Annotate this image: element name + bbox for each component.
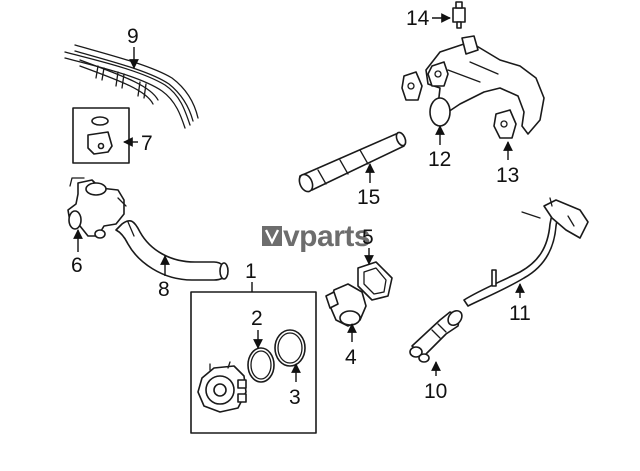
callout-6: 6 xyxy=(71,254,83,277)
callout-7: 7 xyxy=(141,132,153,155)
watermark-text: vparts xyxy=(283,220,370,253)
gasket-kit-box xyxy=(72,107,130,164)
water-crossover-part xyxy=(401,35,545,139)
callout-1: 1 xyxy=(245,260,257,283)
heater-hose-part xyxy=(409,309,463,363)
water-pump-assembly-box xyxy=(190,291,317,434)
thermostat-housing-part xyxy=(325,261,393,327)
callout-labels: 9 7 6 8 1 2 3 4 5 10 11 12 13 14 15 xyxy=(71,7,531,409)
callout-9: 9 xyxy=(127,25,139,48)
coolant-pipe-bundle-part xyxy=(64,44,199,129)
callout-13: 13 xyxy=(496,164,519,187)
coolant-hose-part xyxy=(115,219,229,281)
callout-11: 11 xyxy=(509,302,531,325)
water-pipe-part xyxy=(298,131,407,193)
water-outlet-part xyxy=(67,177,127,239)
watermark-check-icon xyxy=(264,229,280,245)
callout-15: 15 xyxy=(357,186,380,209)
callout-8: 8 xyxy=(158,278,170,301)
callout-leaders xyxy=(73,13,525,382)
callout-4: 4 xyxy=(345,346,357,369)
callout-5: 5 xyxy=(362,226,374,249)
callout-12: 12 xyxy=(428,148,451,171)
bypass-pipe-part xyxy=(463,197,589,307)
temperature-sensor-part xyxy=(452,1,466,29)
callout-10: 10 xyxy=(424,380,447,403)
callout-2: 2 xyxy=(251,307,263,330)
vparts-watermark: vparts xyxy=(262,220,371,253)
callout-3: 3 xyxy=(289,386,301,409)
callout-14: 14 xyxy=(406,7,430,30)
